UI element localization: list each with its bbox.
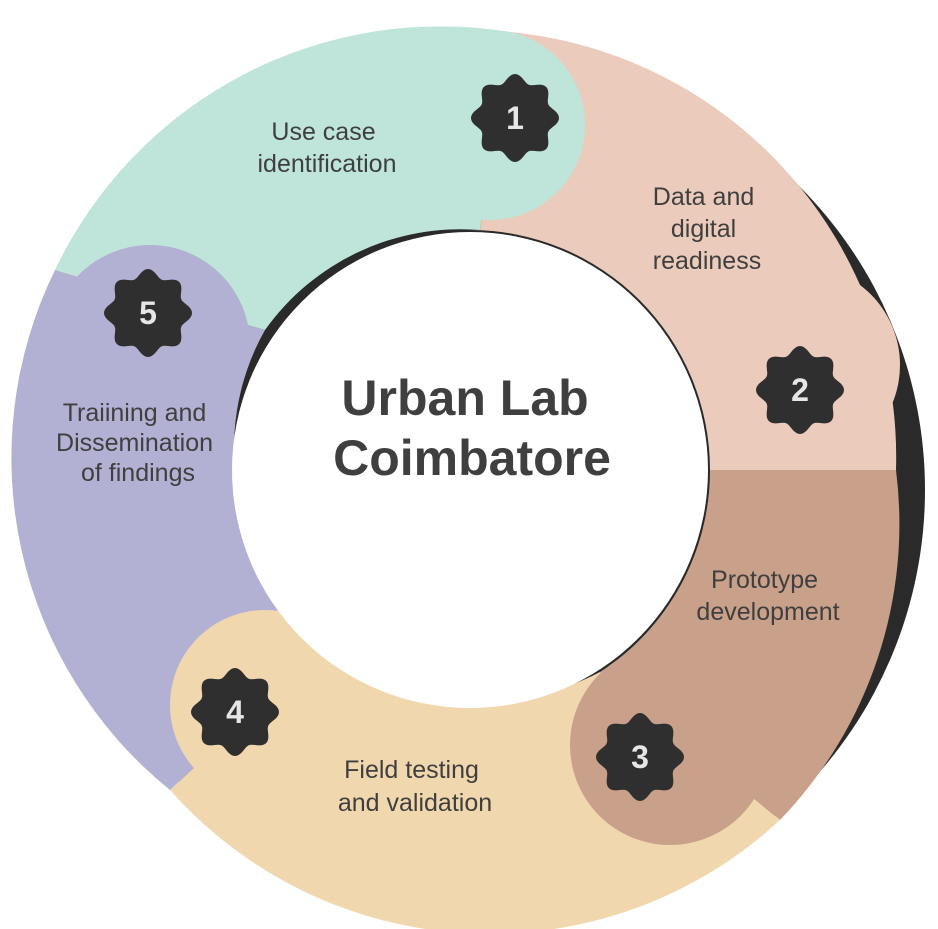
stage-5-label: Traiining and Dissemination of findings — [56, 399, 220, 487]
stage-5-badge: 5 — [104, 269, 192, 357]
badge-seal-icon — [596, 713, 684, 801]
badge-5-number: 5 — [139, 295, 157, 331]
stage-4-badge: 4 — [191, 668, 279, 756]
center-title: Urban Lab Coimbatore — [333, 370, 611, 486]
badge-3-number: 3 — [631, 739, 649, 775]
badge-1-number: 1 — [506, 100, 524, 136]
stage-4-label: Field testing and validation — [338, 756, 492, 817]
stage-1-label: Use case identification — [258, 118, 397, 178]
stage-2-badge: 2 — [756, 346, 844, 434]
center-disc — [232, 232, 708, 708]
stage-3-label: Prototype development — [696, 566, 839, 626]
badge-seal-icon — [191, 668, 279, 756]
stage-1-badge: 1 — [471, 74, 559, 162]
stage-3-badge: 3 — [596, 713, 684, 801]
badge-seal-icon — [756, 346, 844, 434]
badge-seal-icon — [471, 74, 559, 162]
center-title-line-1: Urban Lab — [341, 370, 588, 426]
stage-2-label: Data and digital readiness — [653, 183, 761, 275]
badge-4-number: 4 — [226, 694, 244, 730]
badge-2-number: 2 — [791, 372, 809, 408]
badge-seal-icon — [104, 269, 192, 357]
center-title-line-2: Coimbatore — [333, 430, 611, 486]
